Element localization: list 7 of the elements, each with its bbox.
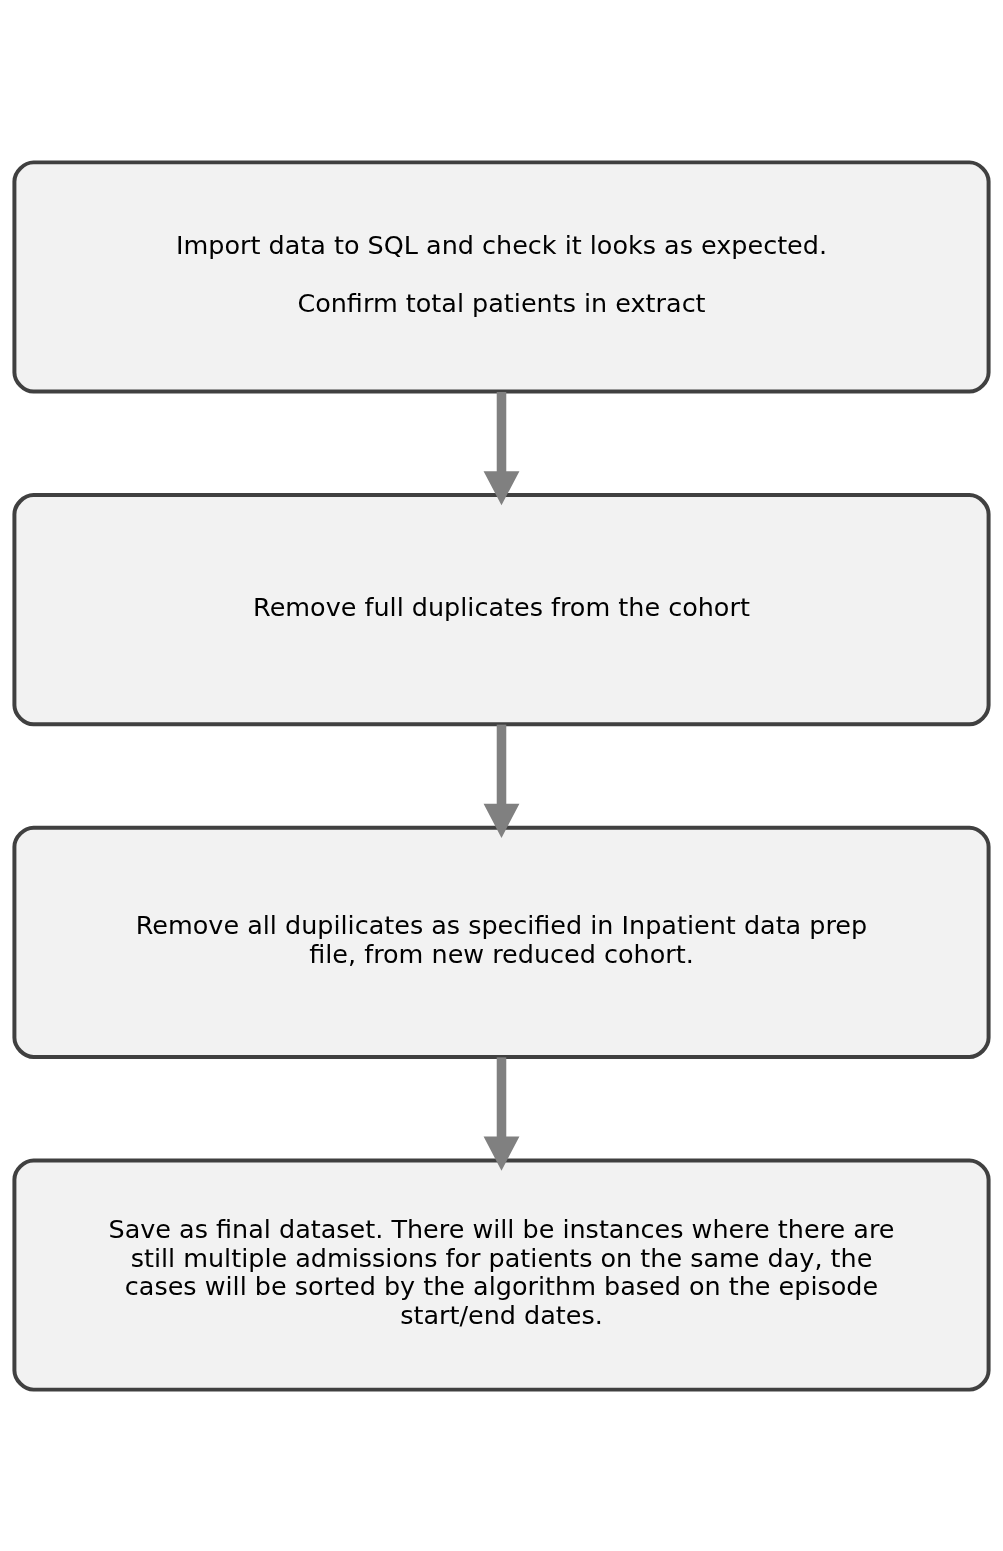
node-box: Remove full duplicates from the cohort	[12, 492, 991, 726]
node-box: Save as final dataset. There will be instances where there are still multiple admissions for patients on the same day, the cases will be sorted by the algorithm based on the episode start/end dates.	[12, 1157, 991, 1392]
arrow	[483, 724, 520, 838]
node-box: Remove all dupilicates as specified in Inpatient data prep file, from new reduced cohort.	[12, 825, 991, 1059]
arrow	[483, 391, 520, 505]
arrow	[483, 1056, 520, 1171]
node-box: Import data to SQL and check it looks as expected. Confirm total patients in extract	[12, 159, 991, 394]
